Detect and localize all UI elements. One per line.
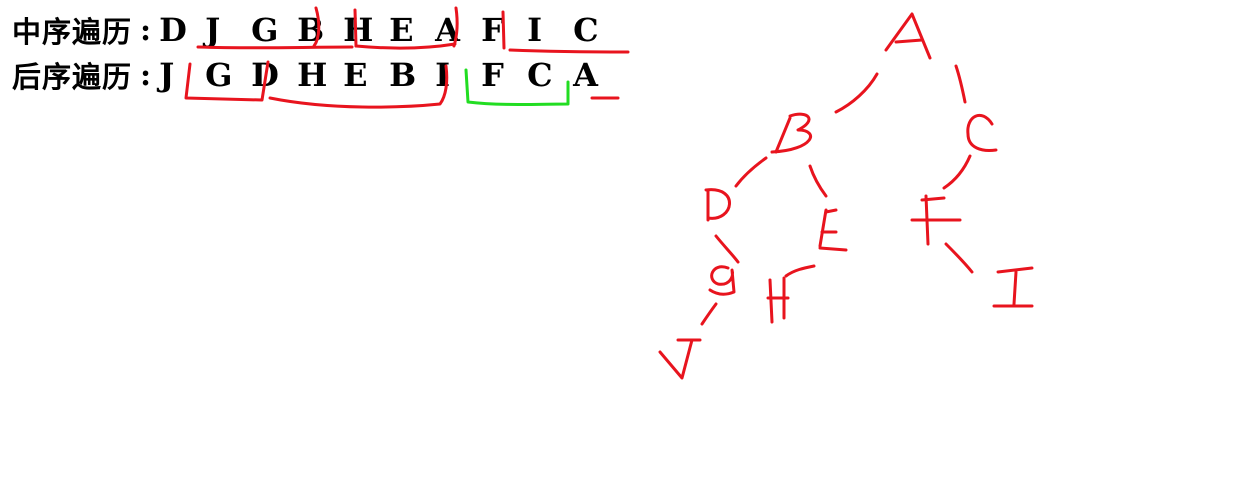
inorder-left-subtree-underline <box>196 45 354 50</box>
inorder-divider-bracket <box>312 6 321 48</box>
tree-node-I <box>992 266 1034 308</box>
postorder-label: 后序遍历 <box>12 60 133 94</box>
postorder-right-bracket <box>464 68 570 106</box>
binary-tree <box>658 12 1034 380</box>
postorder-colon: : <box>140 57 152 93</box>
postorder-letter: B <box>389 56 417 94</box>
postorder-left-bracket <box>184 60 270 102</box>
inorder-letter: E <box>389 11 414 49</box>
tree-node-J <box>658 338 702 380</box>
postorder-letter: G <box>205 56 233 94</box>
postorder-letter: J <box>159 56 175 94</box>
tree-edge-E-H <box>784 264 816 278</box>
tree-edge-G-J <box>700 302 718 326</box>
tree-edge-D-G <box>714 234 740 264</box>
postorder-mid-bracket <box>268 64 449 109</box>
tree-node-E <box>818 208 848 252</box>
tree-edge-B-D <box>734 156 768 188</box>
inorder-letter: I <box>527 11 543 49</box>
inorder-colon: : <box>140 12 152 48</box>
inorder-divider-bracket <box>353 8 358 48</box>
inorder-divider-bracket <box>452 6 459 48</box>
inorder-letter: H <box>343 11 374 49</box>
postorder-letter: H <box>297 56 328 94</box>
tree-node-B <box>770 112 812 154</box>
inorder-letter: F <box>481 11 504 49</box>
inorder-letter: J <box>205 11 221 49</box>
postorder-letter: A <box>573 56 598 94</box>
inorder-mid-underline <box>354 42 457 50</box>
postorder-brackets <box>184 60 620 109</box>
inorder-letter: C <box>573 11 599 49</box>
tree-node-A <box>884 12 932 60</box>
inorder-letter: D <box>159 11 187 49</box>
tree-edge-B-E <box>808 164 828 198</box>
postorder-letter: C <box>527 56 553 94</box>
tree-node-G <box>708 265 736 296</box>
tree-edge-A-C <box>954 64 967 104</box>
postorder-letter: F <box>481 56 504 94</box>
tree-node-C <box>966 113 998 152</box>
inorder-letter: G <box>251 11 279 49</box>
tree-node-D <box>704 188 731 222</box>
tree-edge-F-I <box>944 242 974 274</box>
inorder-divider-bracket <box>501 10 506 50</box>
tree-edge-C-F <box>942 154 972 190</box>
inorder-right-subtree-underline <box>508 48 630 54</box>
tree-node-F <box>910 194 962 246</box>
tree-edge-A-B <box>834 72 879 114</box>
tree-node-H <box>766 276 790 324</box>
inorder-label: 中序遍历 <box>12 15 133 49</box>
inorder-brackets <box>196 6 630 54</box>
postorder-letter: E <box>343 56 368 94</box>
